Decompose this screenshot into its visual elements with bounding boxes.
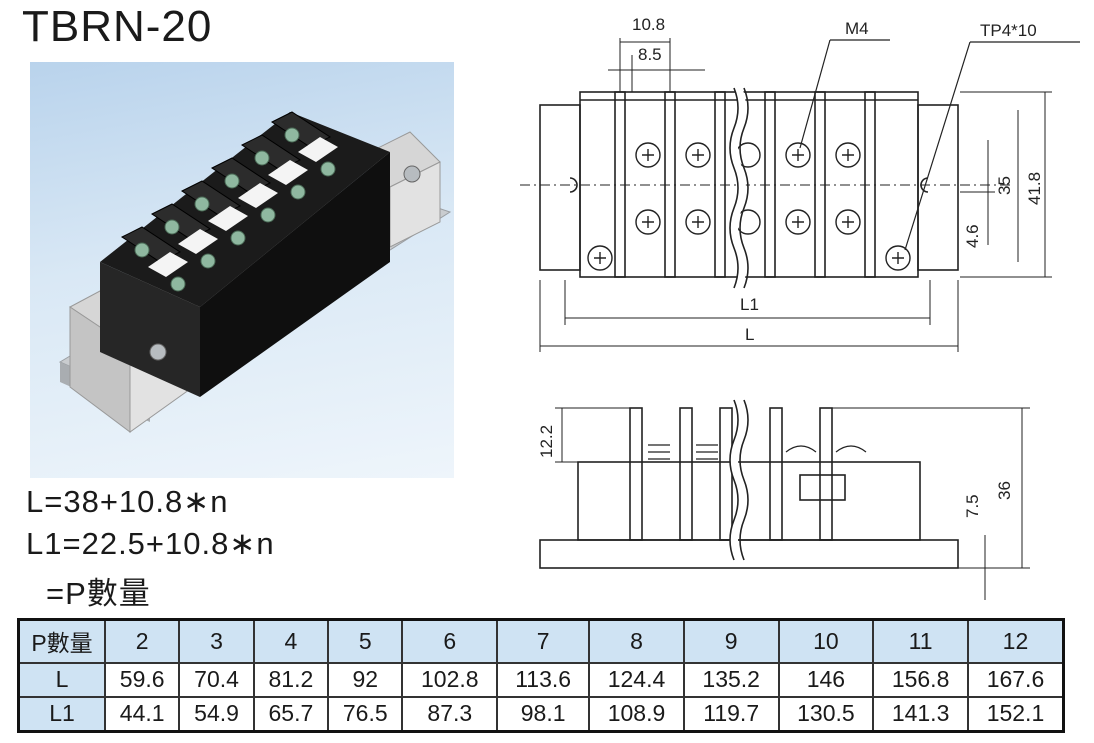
table-cell: 141.3 [872, 695, 969, 733]
table-cell: 135.2 [682, 661, 780, 698]
table-cell: 65.7 [252, 695, 330, 733]
table-cell: 87.3 [401, 695, 499, 733]
table-cell: 11 [872, 618, 969, 664]
table-cell: 113.6 [496, 661, 591, 698]
formula-l: L=38+10.8∗n [26, 484, 229, 519]
table-cell: 102.8 [401, 661, 499, 698]
product-photo [30, 62, 454, 478]
table-cell: 2 [103, 618, 181, 664]
label-tp4x10: TP4*10 [980, 21, 1037, 40]
dim-41-8: 41.8 [1025, 172, 1044, 205]
table-cell: 7 [496, 618, 591, 664]
table-cell: 92 [327, 661, 404, 698]
table-cell: 156.8 [872, 661, 969, 698]
table-cell: 8 [588, 618, 685, 664]
table-cell: 130.5 [777, 695, 875, 733]
side-view: 12.2 36 7.5 [537, 398, 1030, 600]
table-cell: 98.1 [496, 695, 591, 733]
formula-l1: L1=22.5+10.8∗n [26, 526, 275, 561]
table-row: L 59.6 70.4 81.2 92 102.8 113.6 124.4 13… [17, 661, 1065, 698]
table-header-row: P數量 2 3 4 5 6 7 8 9 10 11 12 [17, 618, 1065, 664]
dim-12-2: 12.2 [537, 425, 556, 458]
dim-10-8: 10.8 [632, 15, 665, 34]
dim-8-5: 8.5 [638, 45, 662, 64]
table-cell: 76.5 [327, 695, 404, 733]
table-cell: 146 [777, 661, 875, 698]
spec-table: P數量 2 3 4 5 6 7 8 9 10 11 12 L 59.6 70.4… [17, 618, 1065, 733]
dim-7-5: 7.5 [963, 494, 982, 518]
top-view: 10.8 8.5 M4 TP4*10 L1 L 35 41.8 4.6 [520, 15, 1080, 352]
table-cell: 44.1 [103, 695, 181, 733]
table-row: L1 44.1 54.9 65.7 76.5 87.3 98.1 108.9 1… [17, 695, 1065, 733]
table-cell: 108.9 [588, 695, 685, 733]
table-cell: 54.9 [178, 695, 255, 733]
label-m4: M4 [845, 19, 869, 38]
table-cell: 3 [178, 618, 255, 664]
table-cell: 70.4 [178, 661, 255, 698]
table-cell: 124.4 [588, 661, 685, 698]
dim-l: L [745, 325, 754, 344]
row-label: L1 [17, 695, 106, 733]
dim-4-6: 4.6 [963, 224, 982, 248]
table-cell: 167.6 [966, 661, 1065, 698]
terminal-block-illustration [58, 111, 452, 433]
dim-l1: L1 [740, 295, 759, 314]
table-cell: 59.6 [103, 661, 181, 698]
dimension-drawing: 10.8 8.5 M4 TP4*10 L1 L 35 41.8 4.6 [520, 15, 1080, 600]
table-cell: 5 [327, 618, 404, 664]
dim-36: 36 [995, 481, 1014, 500]
table-cell: 9 [682, 618, 780, 664]
table-cell: 10 [777, 618, 875, 664]
table-cell: 152.1 [966, 695, 1065, 733]
row-label: L [17, 661, 106, 698]
table-cell: 6 [401, 618, 499, 664]
table-cell: 4 [252, 618, 330, 664]
product-title: TBRN-20 [22, 2, 213, 51]
formula-n: =P數量 [46, 576, 151, 611]
dim-35: 35 [995, 176, 1014, 195]
table-cell: 12 [966, 618, 1065, 664]
table-cell: 119.7 [682, 695, 780, 733]
table-cell: 81.2 [252, 661, 330, 698]
header-label: P數量 [17, 618, 106, 664]
